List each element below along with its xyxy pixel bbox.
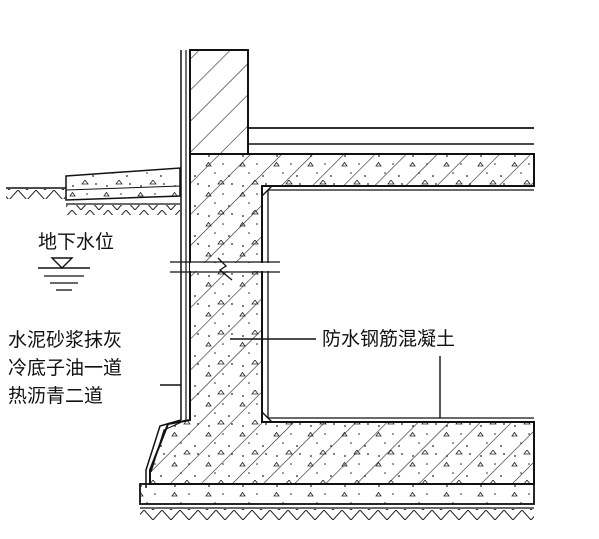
- leaders: [160, 338, 441, 418]
- concrete-structure: [149, 153, 535, 485]
- groundwater-symbol: [38, 257, 90, 291]
- groundwater-label: 地下水位: [38, 231, 114, 253]
- ground-left: [6, 187, 180, 215]
- layer3-label: 热沥青二道: [8, 385, 103, 407]
- layer2-label: 冷底子油一道: [8, 357, 122, 379]
- break-lines: [170, 257, 280, 281]
- upper-wall: [189, 49, 249, 155]
- upper-floor: [248, 127, 534, 145]
- paving-slab: [65, 167, 181, 201]
- waterproof-layers: [145, 50, 187, 488]
- layer1-label: 水泥砂浆抹灰: [8, 329, 122, 351]
- base-pad: [139, 483, 535, 520]
- concrete-label: 防水钢筋混凝土: [322, 328, 455, 350]
